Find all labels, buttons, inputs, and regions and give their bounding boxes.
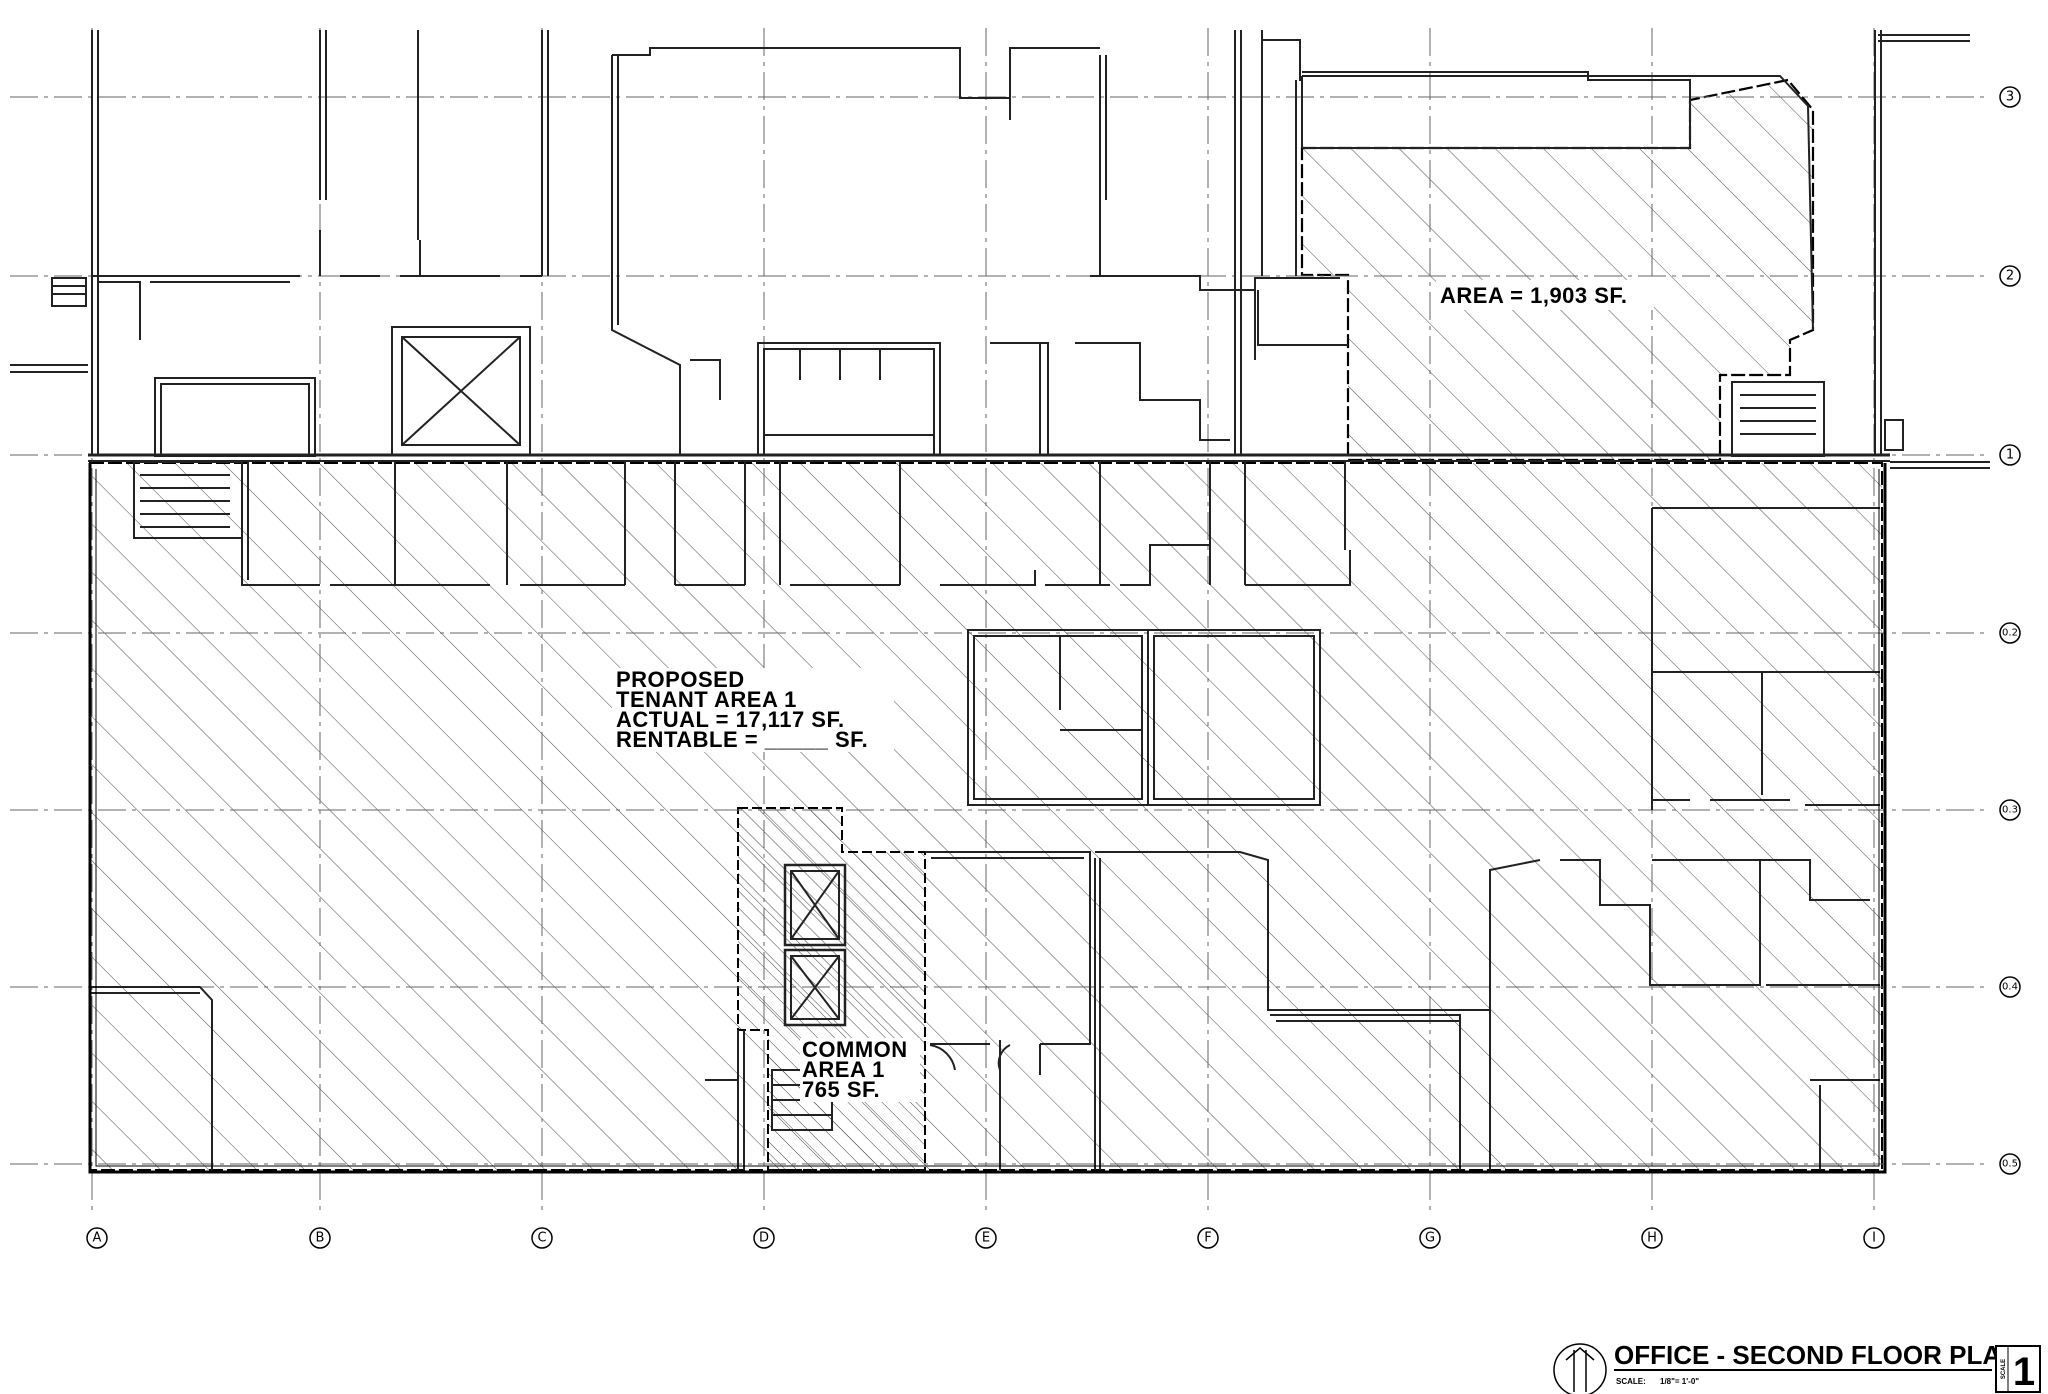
sheet-number-box: SCALE 1 — [1995, 1345, 2041, 1394]
svg-text:A: A — [93, 1231, 102, 1246]
tenant-label-line3: ACTUAL = 17,117 SF. — [616, 707, 845, 732]
common-label-line1: COMMON — [802, 1037, 908, 1062]
upper-area-label: AREA = 1,903 SF. — [1436, 280, 1654, 310]
sheet-tag: SCALE — [2001, 1359, 2007, 1379]
title-block: OFFICE - SECOND FLOOR PLAN SCALE: 1/8"= … — [1553, 1340, 2041, 1394]
svg-text:C: C — [537, 1231, 546, 1246]
tenant-label-line2: TENANT AREA 1 — [616, 687, 797, 712]
scale-value: 1/8"= 1'-0" — [1660, 1377, 1699, 1386]
svg-text:3: 3 — [2006, 90, 2014, 105]
north-arrow-icon — [1553, 1343, 1607, 1394]
scale-label: SCALE: — [1616, 1377, 1646, 1386]
grid-bubble-d: D — [753, 1227, 775, 1249]
drawing-title: OFFICE - SECOND FLOOR PLAN — [1614, 1340, 2020, 1370]
grid-bubble-2: 2 — [1999, 265, 2021, 287]
common-label-line2: AREA 1 — [802, 1057, 885, 1082]
svg-text:D: D — [759, 1231, 769, 1246]
tenant-label-line1: PROPOSED — [616, 667, 745, 692]
area-upper-right-hatch — [1300, 78, 1815, 462]
building-outline — [88, 463, 1887, 1174]
tenant-label-line4: RENTABLE = _____ SF. — [616, 727, 868, 752]
grid-bubble-h: H — [1641, 1227, 1663, 1249]
grid-column-markers: A B C D E F G H I — [86, 1227, 1885, 1249]
tenant-area-label: PROPOSED TENANT AREA 1 ACTUAL = 17,117 S… — [612, 667, 894, 752]
walls — [10, 30, 1990, 1170]
grid-bubble-0-2: 0.2 — [1999, 622, 2021, 644]
svg-text:0.5: 0.5 — [2002, 1159, 2018, 1170]
svg-text:0.4: 0.4 — [2002, 982, 2018, 993]
svg-text:G: G — [1425, 1231, 1435, 1246]
grid-bubble-g: G — [1419, 1227, 1441, 1249]
svg-text:0.2: 0.2 — [2002, 628, 2018, 639]
grid-bubble-a: A — [86, 1227, 108, 1249]
svg-text:1: 1 — [2006, 448, 2014, 463]
grid-bubble-c: C — [531, 1227, 553, 1249]
common-area-label: COMMON AREA 1 765 SF. — [800, 1037, 920, 1102]
svg-text:B: B — [316, 1231, 325, 1246]
grid-bubble-0-3: 0.3 — [1999, 799, 2021, 821]
grid-bubble-1: 1 — [1999, 444, 2021, 466]
svg-text:2: 2 — [2006, 269, 2014, 284]
svg-text:E: E — [982, 1231, 990, 1246]
grid-bubble-b: B — [309, 1227, 331, 1249]
grid-bubble-i: I — [1863, 1227, 1885, 1249]
common-label-line3: 765 SF. — [802, 1077, 880, 1102]
grid-row-markers: 3 2 1 0.2 0.3 0.4 0.5 — [1999, 86, 2021, 1175]
upper-area-label-text: AREA = 1,903 SF. — [1440, 283, 1628, 308]
grid-bubble-f: F — [1197, 1227, 1219, 1249]
svg-text:H: H — [1647, 1231, 1657, 1246]
sheet-number: 1 — [2013, 1350, 2035, 1394]
svg-text:F: F — [1204, 1231, 1211, 1246]
svg-text:I: I — [1872, 1231, 1876, 1246]
grid-bubble-e: E — [975, 1227, 997, 1249]
grid-bubble-0-4: 0.4 — [1999, 976, 2021, 998]
svg-text:0.3: 0.3 — [2002, 805, 2018, 816]
grid-bubble-3: 3 — [1999, 86, 2021, 108]
grid-bubble-0-5: 0.5 — [1999, 1153, 2021, 1175]
